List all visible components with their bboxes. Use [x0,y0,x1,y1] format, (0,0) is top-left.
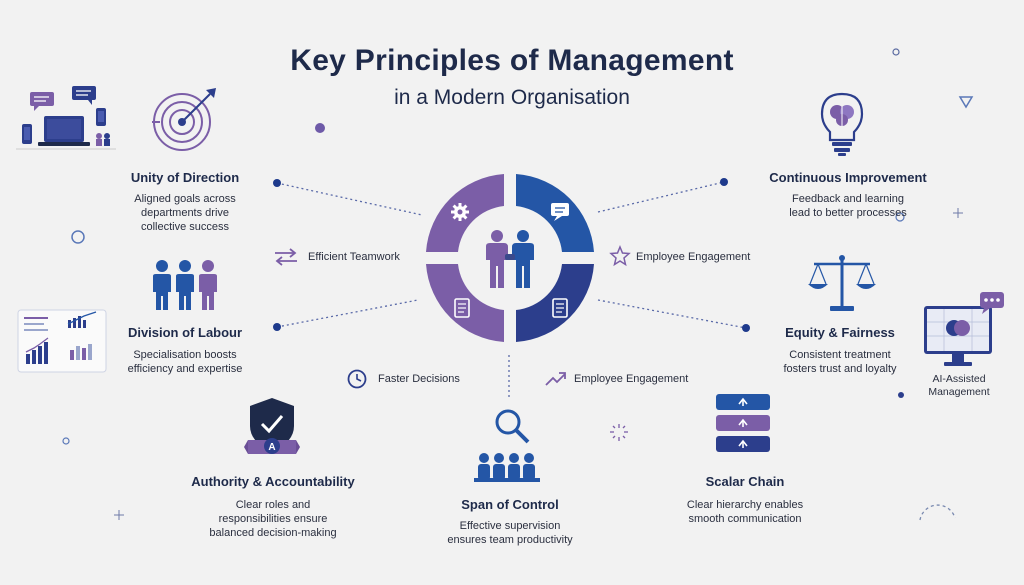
report-icon [552,298,568,318]
unity-of-direction-title: Unity of Direction [130,170,240,185]
ring-segment-bottom-right [516,264,594,342]
clock-icon [347,369,367,389]
continuous-improvement-title: Continuous Improvement [769,170,927,185]
trending-up-icon [545,372,566,386]
gear-icon [451,203,469,221]
page-subtitle: in a Modern Organisation [394,86,630,109]
ring-segment-bottom-left [426,264,504,342]
scalar-chain-title: Scalar Chain [705,474,785,489]
team-people-icon [153,260,217,310]
equity-fairness-title: Equity & Fairness [785,325,895,340]
document-icon [454,298,470,318]
division-of-labour-title: Division of Labour [127,325,243,340]
authority-accountability-title: Authority & Accountability [191,474,355,489]
star-icon [609,245,631,267]
hierarchy-stack-icon [716,394,770,452]
page-title: Key Principles of Management [290,44,734,77]
badge-letter: A [268,442,275,453]
devices-illustration [16,86,116,150]
handshake-people-icon [486,230,534,288]
scales-of-justice-icon [808,255,876,311]
faster-decisions-label: Faster Decisions [378,373,460,385]
chat-icon [551,203,569,221]
shield-badge-icon: A [244,398,300,454]
target-icon [152,88,216,151]
analytics-dashboard-illustration [17,309,107,373]
lightbulb-idea-icon [820,92,864,156]
central-ring [426,174,594,342]
swap-arrows-icon [275,248,297,266]
magnifier-team-icon [474,409,540,482]
span-of-control-title: Span of Control [461,497,559,512]
employee-engagement-bottom-label: Employee Engagement [574,373,689,385]
efficient-teamwork-label: Efficient Teamwork [308,251,400,263]
ai-monitor-icon [924,292,1004,366]
employee-engagement-top-label: Employee Engagement [636,251,751,263]
